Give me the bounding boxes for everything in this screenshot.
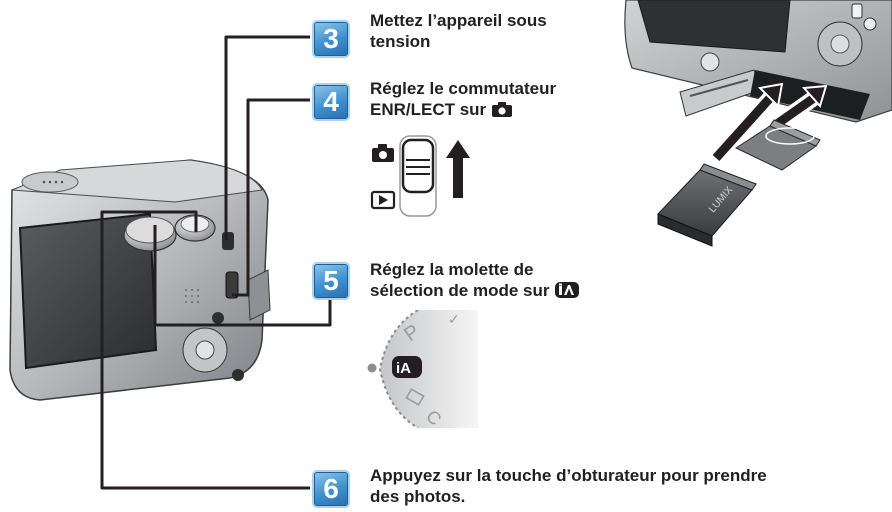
record-camera-icon bbox=[372, 144, 394, 162]
step-6-text: Appuyez sur la touche d’obturateur pour … bbox=[370, 465, 767, 507]
step-6-line2: des photos. bbox=[370, 487, 466, 506]
insert-arrow-card-icon bbox=[769, 84, 828, 133]
camera-illustration bbox=[9, 159, 271, 401]
step-5-line2-text: sélection de mode sur bbox=[370, 281, 550, 300]
step-5-text: Réglez la molette de sélection de mode s… bbox=[370, 259, 580, 301]
step-3-badge: 3 bbox=[312, 20, 350, 58]
step-4-text: Réglez le commutateur ENR/LECT sur bbox=[370, 78, 556, 120]
step-3-line2: tension bbox=[370, 32, 431, 51]
battery-pack: LUMIX bbox=[657, 163, 757, 247]
step-4-line2-text: ENR/LECT sur bbox=[370, 100, 487, 119]
step-6-badge: 6 bbox=[312, 470, 350, 508]
memory-card bbox=[734, 119, 821, 171]
step-5-line2: sélection de mode sur bbox=[370, 280, 580, 301]
step-4-line2: ENR/LECT sur bbox=[370, 99, 556, 120]
scene-icon bbox=[405, 388, 425, 406]
camera-icon bbox=[491, 101, 513, 118]
dial-label-ia: iA bbox=[396, 360, 411, 377]
svg-text:✓: ✓ bbox=[448, 311, 460, 327]
battery-card-insertion-illustration: LUMIX bbox=[624, 0, 892, 247]
rec-play-switch-diagram bbox=[370, 134, 480, 220]
indicator-dot bbox=[367, 363, 377, 373]
ia-icon bbox=[554, 281, 580, 299]
step-6-line1: Appuyez sur la touche d’obturateur pour … bbox=[370, 466, 767, 485]
mode-dial-diagram: P ✓ iA C bbox=[366, 310, 478, 428]
insert-arrow-battery-icon bbox=[710, 82, 784, 164]
play-icon bbox=[370, 190, 396, 210]
step-4-line1: Réglez le commutateur bbox=[370, 79, 557, 98]
step-5-line1: Réglez la molette de bbox=[370, 260, 534, 279]
step-5-badge: 5 bbox=[312, 262, 350, 300]
step-3-line1: Mettez l’appareil sous bbox=[370, 11, 547, 30]
dial-ia-mark: iA bbox=[392, 356, 422, 378]
arrow-up-icon bbox=[446, 140, 470, 198]
step-4-badge: 4 bbox=[312, 83, 350, 121]
step-3-text: Mettez l’appareil sous tension bbox=[370, 10, 547, 52]
